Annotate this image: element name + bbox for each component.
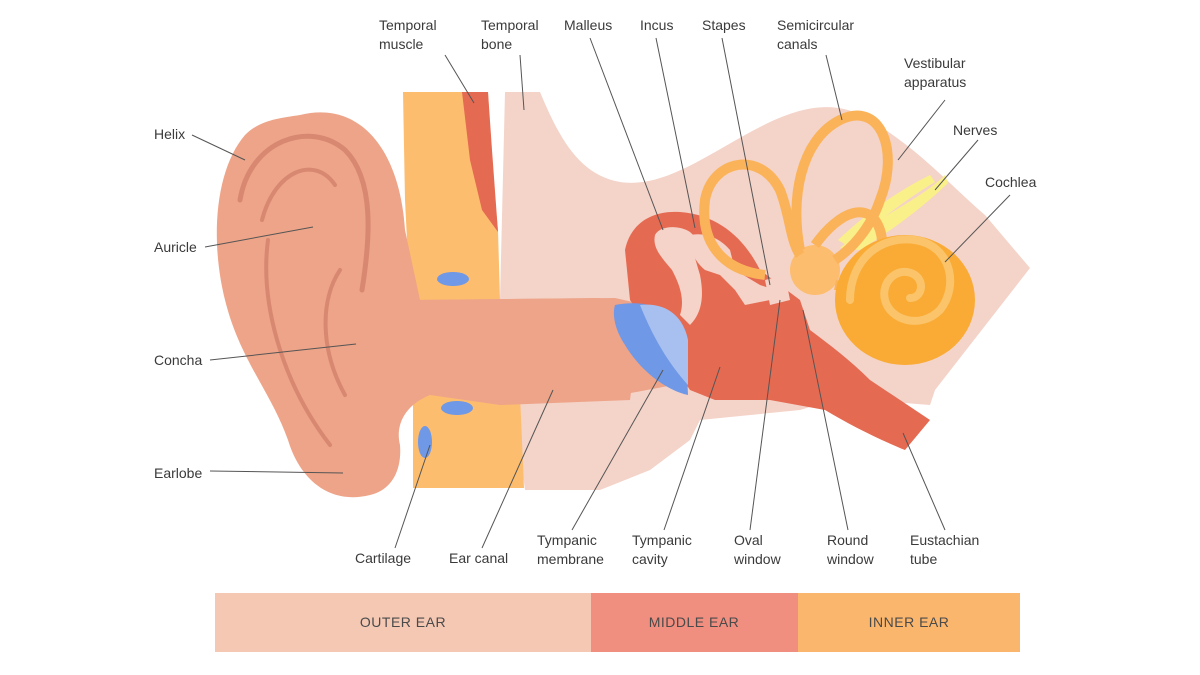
cartilage-lower xyxy=(413,395,524,488)
leader-temporal-bone xyxy=(519,54,525,111)
leader-nerves xyxy=(934,139,979,191)
blue-spot-upper xyxy=(437,272,469,286)
cochlea-spiral xyxy=(846,235,955,325)
leader-concha xyxy=(209,343,357,361)
legend-band: OUTER EAR MIDDLE EAR INNER EAR xyxy=(215,593,1020,652)
legend-inner-ear-label: INNER EAR xyxy=(869,614,950,630)
blue-spot-cartilage xyxy=(418,426,432,458)
leader-cochlea xyxy=(944,194,1011,263)
concha-bowl-fold xyxy=(323,268,347,397)
semicircular-canal-2 xyxy=(791,110,893,265)
temporal-muscle-strip xyxy=(462,92,498,232)
legend-outer-ear-label: OUTER EAR xyxy=(360,614,446,630)
leader-malleus xyxy=(589,37,664,231)
label-cochlea: Cochlea xyxy=(985,174,1037,190)
semicircular-canal-1 xyxy=(699,159,805,280)
leader-tympanic-membrane xyxy=(571,369,664,531)
leader-eustachian xyxy=(902,432,946,531)
cochlea-body xyxy=(835,235,975,365)
leader-cartilage xyxy=(394,444,431,549)
label-auricle: Auricle xyxy=(154,239,197,255)
helix-fold xyxy=(237,133,371,293)
vestibule-body xyxy=(790,245,840,295)
leader-incus xyxy=(655,37,696,229)
antihelix-fold xyxy=(260,167,337,222)
stapes-shape xyxy=(765,275,790,305)
legend-outer-ear xyxy=(215,593,591,652)
tympanic-membrane-highlight xyxy=(640,304,688,385)
blue-spot-lower xyxy=(441,401,473,415)
leader-auricle xyxy=(204,226,314,248)
label-helix: Helix xyxy=(154,126,185,142)
legend-middle-ear xyxy=(591,593,798,652)
leader-tympanic-cavity xyxy=(663,366,721,531)
label-ear-canal: Ear canal xyxy=(449,550,508,566)
leader-semicircular xyxy=(825,54,843,121)
middle-ear-cavity xyxy=(625,211,930,450)
leader-vestibular xyxy=(897,99,946,161)
leader-ear-canal xyxy=(481,389,554,549)
leader-helix xyxy=(191,134,246,161)
leader-earlobe xyxy=(209,470,344,474)
legend-middle-ear-label: MIDDLE EAR xyxy=(649,614,740,630)
leader-lines xyxy=(191,37,1011,549)
leader-oval-window xyxy=(749,299,781,531)
malleus-shape xyxy=(654,227,702,325)
concha-fold xyxy=(264,238,332,447)
label-cartilage: Cartilage xyxy=(355,550,411,566)
label-concha: Concha xyxy=(154,352,202,368)
legend-inner-ear xyxy=(798,593,1020,652)
leader-round-window xyxy=(802,309,849,531)
label-nerves: Nerves xyxy=(953,122,997,138)
label-malleus: Malleus xyxy=(564,17,612,33)
label-incus: Incus xyxy=(640,17,673,33)
leader-temporal-muscle xyxy=(444,54,475,104)
leader-stapes xyxy=(721,37,771,286)
label-stapes: Stapes xyxy=(702,17,746,33)
label-earlobe: Earlobe xyxy=(154,465,202,481)
